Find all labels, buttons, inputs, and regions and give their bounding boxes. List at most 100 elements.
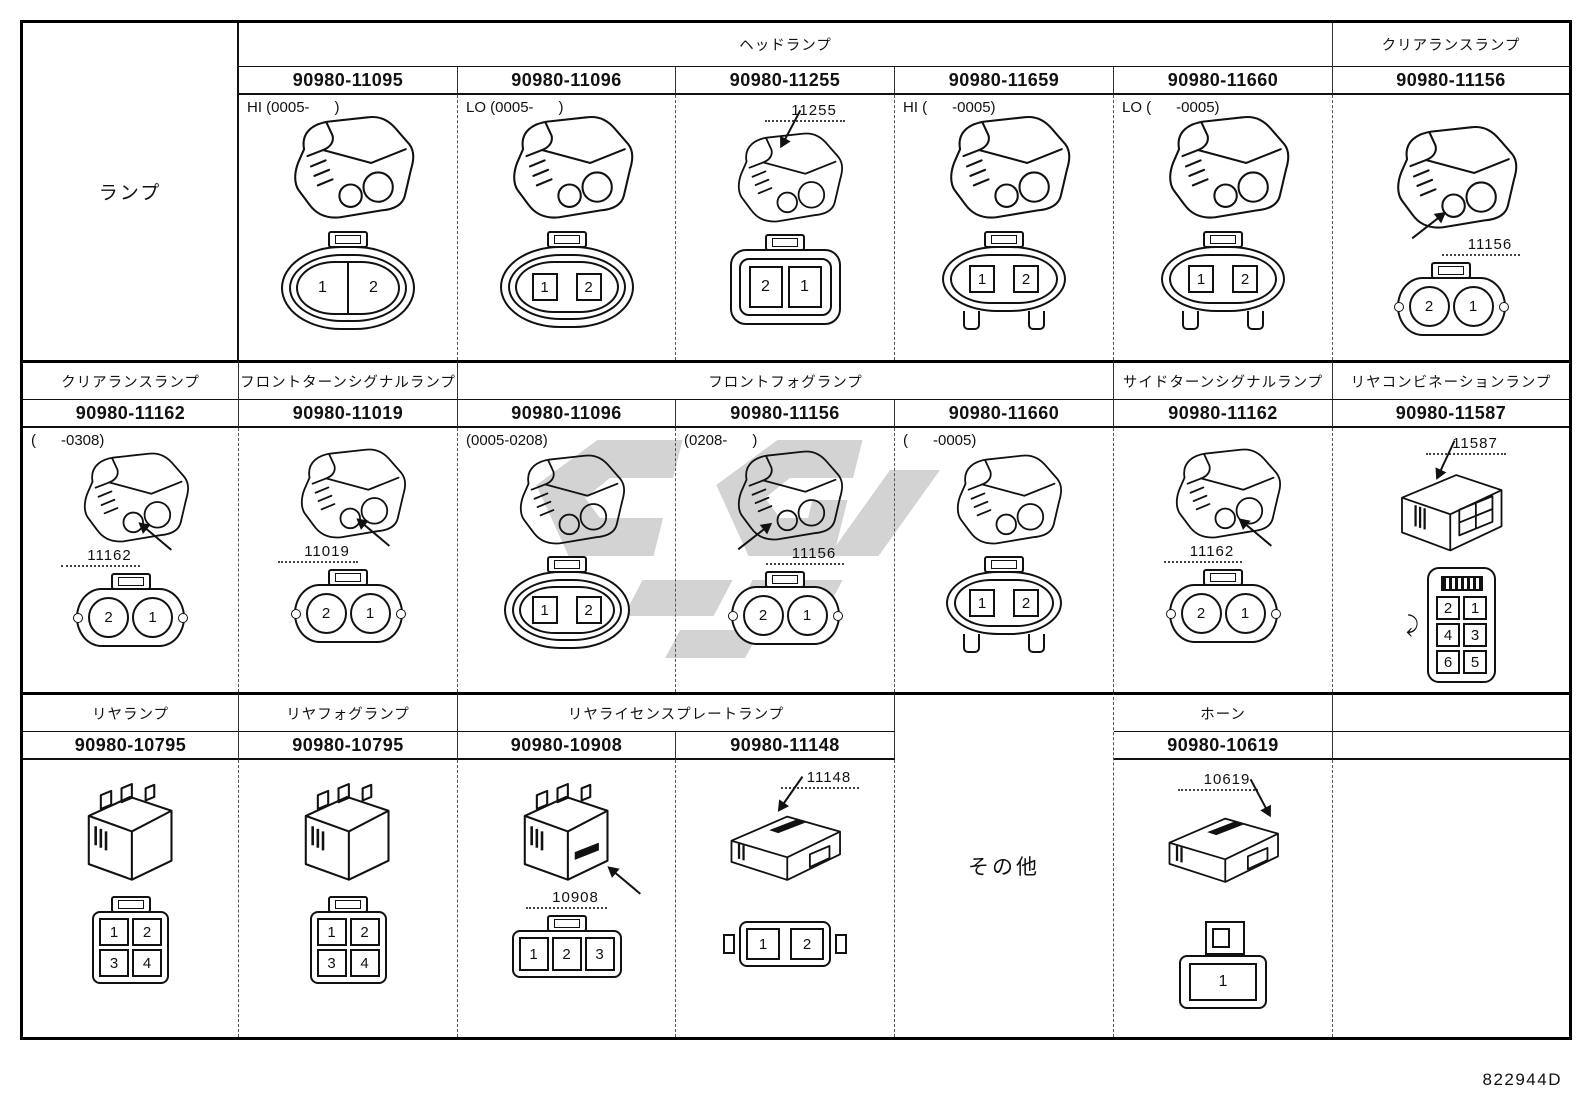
connector-isometric-drawing bbox=[489, 113, 645, 225]
date-range-annotation: (0208- ) bbox=[684, 432, 758, 449]
date-range-annotation: (0005-0208) bbox=[466, 432, 548, 449]
connector-isometric-drawing bbox=[53, 450, 209, 548]
callout-text: 11148 bbox=[780, 770, 860, 789]
header-text: サイドターンシグナルランプ bbox=[1122, 374, 1324, 391]
wire-clip-icon: ⤸ bbox=[1405, 612, 1420, 637]
part-number-text: 90980-11660 bbox=[948, 402, 1060, 423]
pin-number: 1 bbox=[1463, 596, 1488, 620]
face-tab bbox=[765, 234, 805, 251]
part-number-text: 90980-11255 bbox=[729, 69, 841, 90]
connector-pin-face: 1 2 bbox=[942, 231, 1066, 330]
pin-number: 2 bbox=[347, 263, 398, 313]
pin-number: 2 bbox=[1180, 593, 1222, 634]
connector-isometric-drawing bbox=[1145, 799, 1301, 897]
pin-number: 2 bbox=[1013, 265, 1039, 293]
pin-number: 1 bbox=[518, 937, 549, 971]
connector-cell-11156: 11156 2 1 bbox=[1333, 95, 1569, 360]
face-tab bbox=[328, 569, 368, 586]
connector-isometric-drawing bbox=[926, 113, 1082, 225]
part-number-90980-11659: 90980-11659 bbox=[895, 67, 1114, 95]
connector-pin-face: 2 1 bbox=[1393, 262, 1509, 336]
header-front-fog-lamp: フロントフォグランプ bbox=[458, 360, 1114, 400]
part-number-90980-11096: 90980-11096 bbox=[458, 67, 676, 95]
face-tab bbox=[546, 231, 587, 248]
connector-pin-face: 1 2 bbox=[723, 921, 847, 967]
part-number-text: 90980-11587 bbox=[1395, 402, 1507, 423]
face-tab bbox=[1203, 231, 1243, 248]
pin-number: 2 bbox=[1013, 589, 1039, 617]
pin-number: 2 bbox=[88, 597, 129, 638]
callout-text: 11587 bbox=[1426, 436, 1506, 455]
part-number-text: 90980-11162 bbox=[1168, 402, 1278, 423]
connector-cell-10908: 10908 1 2 3 bbox=[458, 760, 676, 1037]
pin-number: 1 bbox=[1188, 265, 1214, 293]
pin-number: 1 bbox=[1189, 963, 1257, 1001]
header-empty bbox=[1333, 692, 1569, 732]
header-text: リヤライセンスプレートランプ bbox=[567, 706, 785, 723]
part-number-90980-11156: 90980-11156 bbox=[676, 400, 895, 428]
part-number-text: 90980-10619 bbox=[1167, 734, 1279, 755]
pin-number: 1 bbox=[969, 265, 995, 293]
row-label-lamp: ランプ bbox=[23, 23, 239, 360]
callout-label: 11148 bbox=[778, 770, 860, 810]
callout-text: 11162 bbox=[61, 548, 140, 567]
connector-isometric-drawing bbox=[270, 446, 426, 544]
pin-number: 1 bbox=[787, 266, 822, 308]
connector-isometric-drawing bbox=[1373, 463, 1529, 561]
pin-number: 1 bbox=[531, 273, 558, 301]
callout-text: 10908 bbox=[526, 890, 607, 909]
connector-pin-face: 1 2 bbox=[946, 556, 1062, 653]
date-range-annotation: ( -0005) bbox=[903, 432, 977, 449]
pin-number: 2 bbox=[305, 593, 347, 634]
part-number-90980-11587: 90980-11587 bbox=[1333, 400, 1569, 428]
connector-cell-10619: 10619 1 bbox=[1114, 760, 1333, 1037]
date-range-annotation: HI (0005- ) bbox=[247, 99, 340, 116]
callout-label: 11162 bbox=[1163, 519, 1273, 563]
part-number-90980-10908: 90980-10908 bbox=[458, 732, 676, 760]
part-number-text: 90980-11162 bbox=[75, 402, 186, 423]
connector-pin-face: 1 2 bbox=[503, 556, 630, 649]
header-side-turn-signal-lamp: サイドターンシグナルランプ bbox=[1114, 360, 1333, 400]
part-number-90980-10795b: 90980-10795 bbox=[239, 732, 458, 760]
connector-pin-face: 1 2 bbox=[499, 231, 634, 328]
pin-number: 1 bbox=[746, 928, 780, 960]
part-number-text: 90980-10795 bbox=[74, 734, 187, 755]
callout-text: 10619 bbox=[1177, 772, 1259, 791]
callout-text: 11019 bbox=[278, 544, 358, 563]
connector-cell-11587: 11587 ⤸ 2 1 4 3 6 5 bbox=[1333, 428, 1569, 692]
part-number-text: 90980-10908 bbox=[510, 734, 623, 755]
part-number-90980-11156: 90980-11156 bbox=[1333, 67, 1569, 95]
face-tab bbox=[546, 556, 587, 573]
row-label-text: ランプ bbox=[98, 183, 162, 204]
connector-pin-face: 1 2 3 4 bbox=[92, 896, 169, 984]
connector-isometric-drawing bbox=[1373, 123, 1529, 235]
connector-cell-rear-fog-lamp: 1 2 3 4 bbox=[239, 760, 458, 1037]
callout-label: 10619 bbox=[1177, 772, 1271, 816]
header-text: ホーン bbox=[1200, 706, 1246, 723]
pin-number: 1 bbox=[531, 596, 558, 624]
part-number-90980-11095: 90980-11095 bbox=[239, 67, 458, 95]
face-tab bbox=[110, 573, 151, 590]
pin-number: 1 bbox=[316, 918, 347, 946]
part-number-90980-11162: 90980-11162 bbox=[23, 400, 239, 428]
pin-number: 2 bbox=[575, 596, 602, 624]
callout-label: 11255 bbox=[765, 103, 845, 147]
pin-number: 2 bbox=[575, 273, 602, 301]
pin-number: 2 bbox=[742, 595, 784, 636]
part-number-90980-11660: 90980-11660 bbox=[1114, 67, 1333, 95]
part-number-90980-10619: 90980-10619 bbox=[1114, 732, 1333, 760]
callout-text: 11156 bbox=[765, 546, 845, 565]
part-number-text: 90980-11660 bbox=[1167, 69, 1279, 90]
connector-isometric-drawing bbox=[270, 113, 426, 225]
part-number-text: 90980-11095 bbox=[292, 69, 404, 90]
face-tab bbox=[328, 896, 368, 913]
callout-text: 11156 bbox=[1441, 237, 1521, 256]
connector-cell-fog-11096: (0005-0208) 1 2 bbox=[458, 428, 676, 692]
pin-number: 1 bbox=[1224, 593, 1266, 634]
connector-cell-rear-lamp: 1 2 3 4 bbox=[23, 760, 239, 1037]
connector-isometric-drawing bbox=[489, 452, 645, 550]
